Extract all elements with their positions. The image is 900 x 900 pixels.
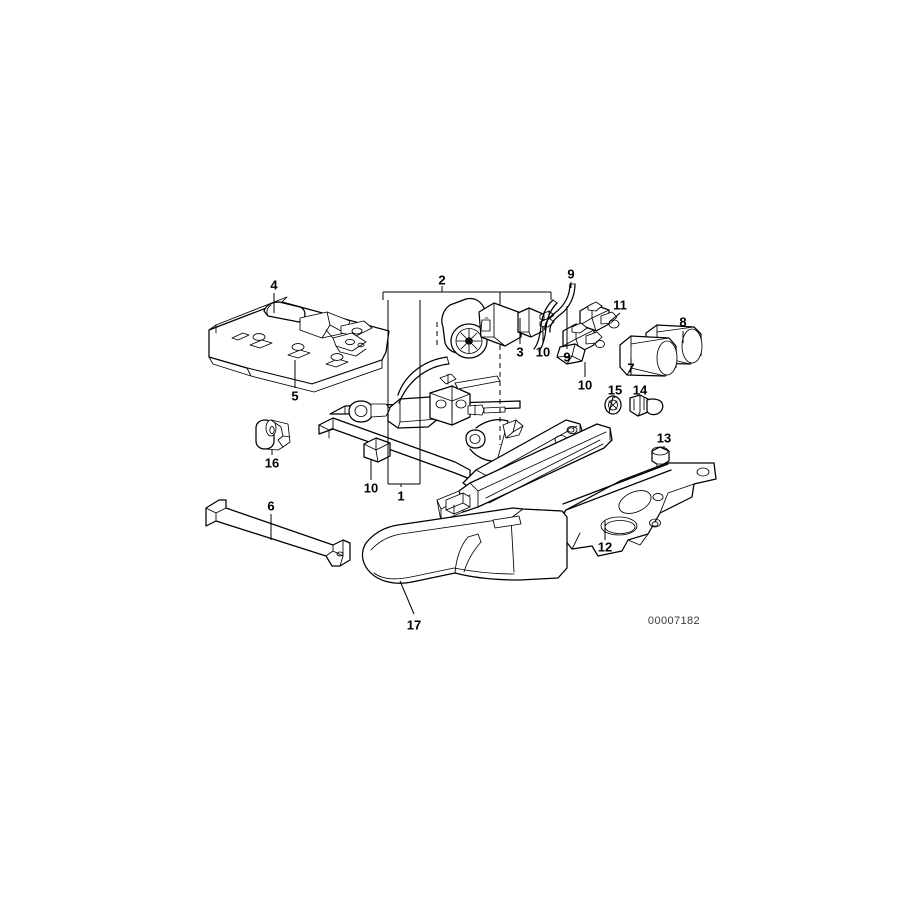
- part-rail-end-clip: [445, 492, 471, 515]
- diagram-id-watermark: 00007182: [647, 615, 701, 627]
- callout-9-lower: 9: [563, 349, 571, 365]
- part-electric-motor-group: [441, 297, 555, 359]
- part-support-bracket-group: [205, 499, 351, 567]
- callout-5: 5: [291, 388, 299, 404]
- callout-2: 2: [438, 272, 446, 288]
- callout-12: 12: [597, 539, 613, 555]
- callout-17: 17: [406, 617, 422, 633]
- part-cable-connectors-group: [533, 282, 621, 377]
- part-floor-panel-group: [552, 462, 717, 557]
- callout-14: 14: [632, 382, 648, 398]
- callout-13: 13: [656, 430, 672, 446]
- callout-1: 1: [397, 488, 405, 504]
- callout-4: 4: [270, 277, 278, 293]
- callout-16: 16: [264, 455, 280, 471]
- callout-10-lower: 10: [577, 377, 593, 393]
- callout-6: 6: [267, 498, 275, 514]
- part-relays-group: [619, 324, 703, 377]
- part-seat-rail-group: [436, 419, 613, 522]
- part-bushing-clip-group: [255, 419, 291, 455]
- callout-15: 15: [607, 382, 623, 398]
- part-cover-plate-group: [208, 293, 390, 393]
- callout-10-rail: 10: [363, 480, 379, 496]
- callout-11: 11: [613, 297, 627, 313]
- callout-7: 7: [627, 360, 635, 376]
- callout-10-motor: 10: [535, 344, 551, 360]
- callout-3: 3: [516, 344, 524, 360]
- callout-8: 8: [679, 314, 687, 330]
- part-seat-trim-group: [361, 507, 568, 615]
- part-bolt-washer-group: [604, 394, 664, 417]
- callout-9-upper: 9: [567, 266, 575, 282]
- part-rail-drive-assembly-group: [318, 286, 552, 487]
